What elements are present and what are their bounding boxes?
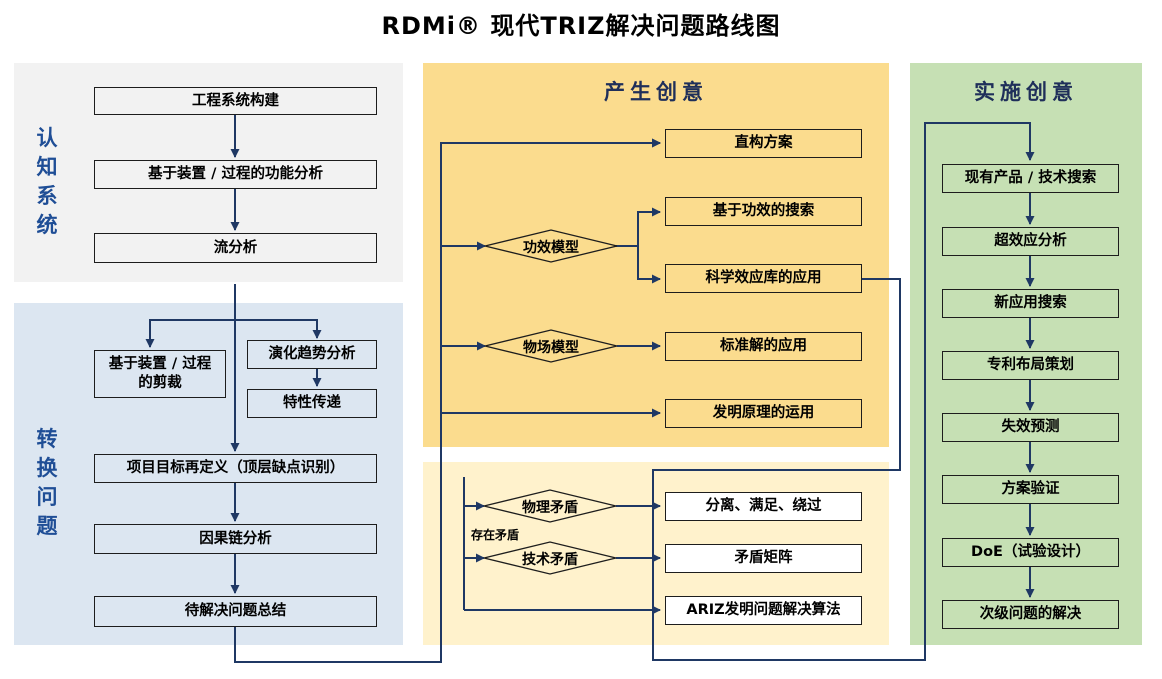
- function-model-label: 功效模型: [523, 240, 579, 256]
- implement-step-4: 专利布局策划: [942, 351, 1119, 380]
- implement-step-3: 新应用搜索: [942, 289, 1119, 318]
- summary-box: 待解决问题总结: [94, 596, 377, 627]
- ariz-box: ARIZ发明问题解决算法: [665, 596, 862, 625]
- transform-panel: [14, 303, 403, 645]
- cognize-step-2: 基于装置 / 过程的功能分析: [94, 160, 377, 189]
- implement-step-7: DoE（试验设计）: [942, 538, 1119, 567]
- generate-section-title: 产生创意: [604, 80, 708, 104]
- cognize-section-label: 认 知 系 统: [36, 126, 58, 237]
- trim-box: 基于装置 / 过程 的剪裁: [94, 350, 226, 398]
- technical-result-box: 矛盾矩阵: [665, 544, 862, 573]
- diamond-substance-model: [484, 329, 618, 363]
- standard-box: 标准解的应用: [665, 332, 862, 361]
- implement-step-2: 超效应分析: [942, 227, 1119, 256]
- technical-label: 技术矛盾: [522, 552, 578, 568]
- cognize-panel: [14, 63, 403, 282]
- principles-box: 发明原理的运用: [665, 399, 862, 428]
- substance-model-label: 物场模型: [523, 340, 579, 356]
- trait-box: 特性传递: [247, 389, 377, 418]
- diamond-technical: [483, 541, 617, 575]
- diamond-physical: [483, 489, 617, 523]
- trend-box: 演化趋势分析: [247, 340, 377, 369]
- cognize-step-1: 工程系统构建: [94, 87, 377, 115]
- direct-box: 直构方案: [665, 129, 862, 158]
- transform-section-label: 转 换 问 题: [36, 427, 58, 538]
- effect-search-box: 基于功效的搜索: [665, 197, 862, 226]
- physical-label: 物理矛盾: [522, 500, 578, 516]
- implement-section-title: 实施创意: [974, 80, 1078, 104]
- cognize-step-3: 流分析: [94, 233, 377, 263]
- implement-step-1: 现有产品 / 技术搜索: [942, 164, 1119, 193]
- implement-step-8: 次级问题的解决: [942, 600, 1119, 629]
- effect-db-box: 科学效应库的应用: [665, 264, 862, 293]
- contradiction-exists-label: 存在矛盾: [471, 528, 520, 542]
- causal-box: 因果链分析: [94, 524, 377, 554]
- generate-panel: [423, 63, 889, 447]
- page-title: RDMi® 现代TRIZ解决问题路线图: [381, 12, 781, 40]
- physical-result-box: 分离、满足、绕过: [665, 492, 862, 521]
- diamond-function-model: [484, 229, 618, 263]
- implement-step-5: 失效预测: [942, 413, 1119, 442]
- redefine-box: 项目目标再定义（顶层缺点识别）: [94, 454, 377, 483]
- implement-step-6: 方案验证: [942, 475, 1119, 504]
